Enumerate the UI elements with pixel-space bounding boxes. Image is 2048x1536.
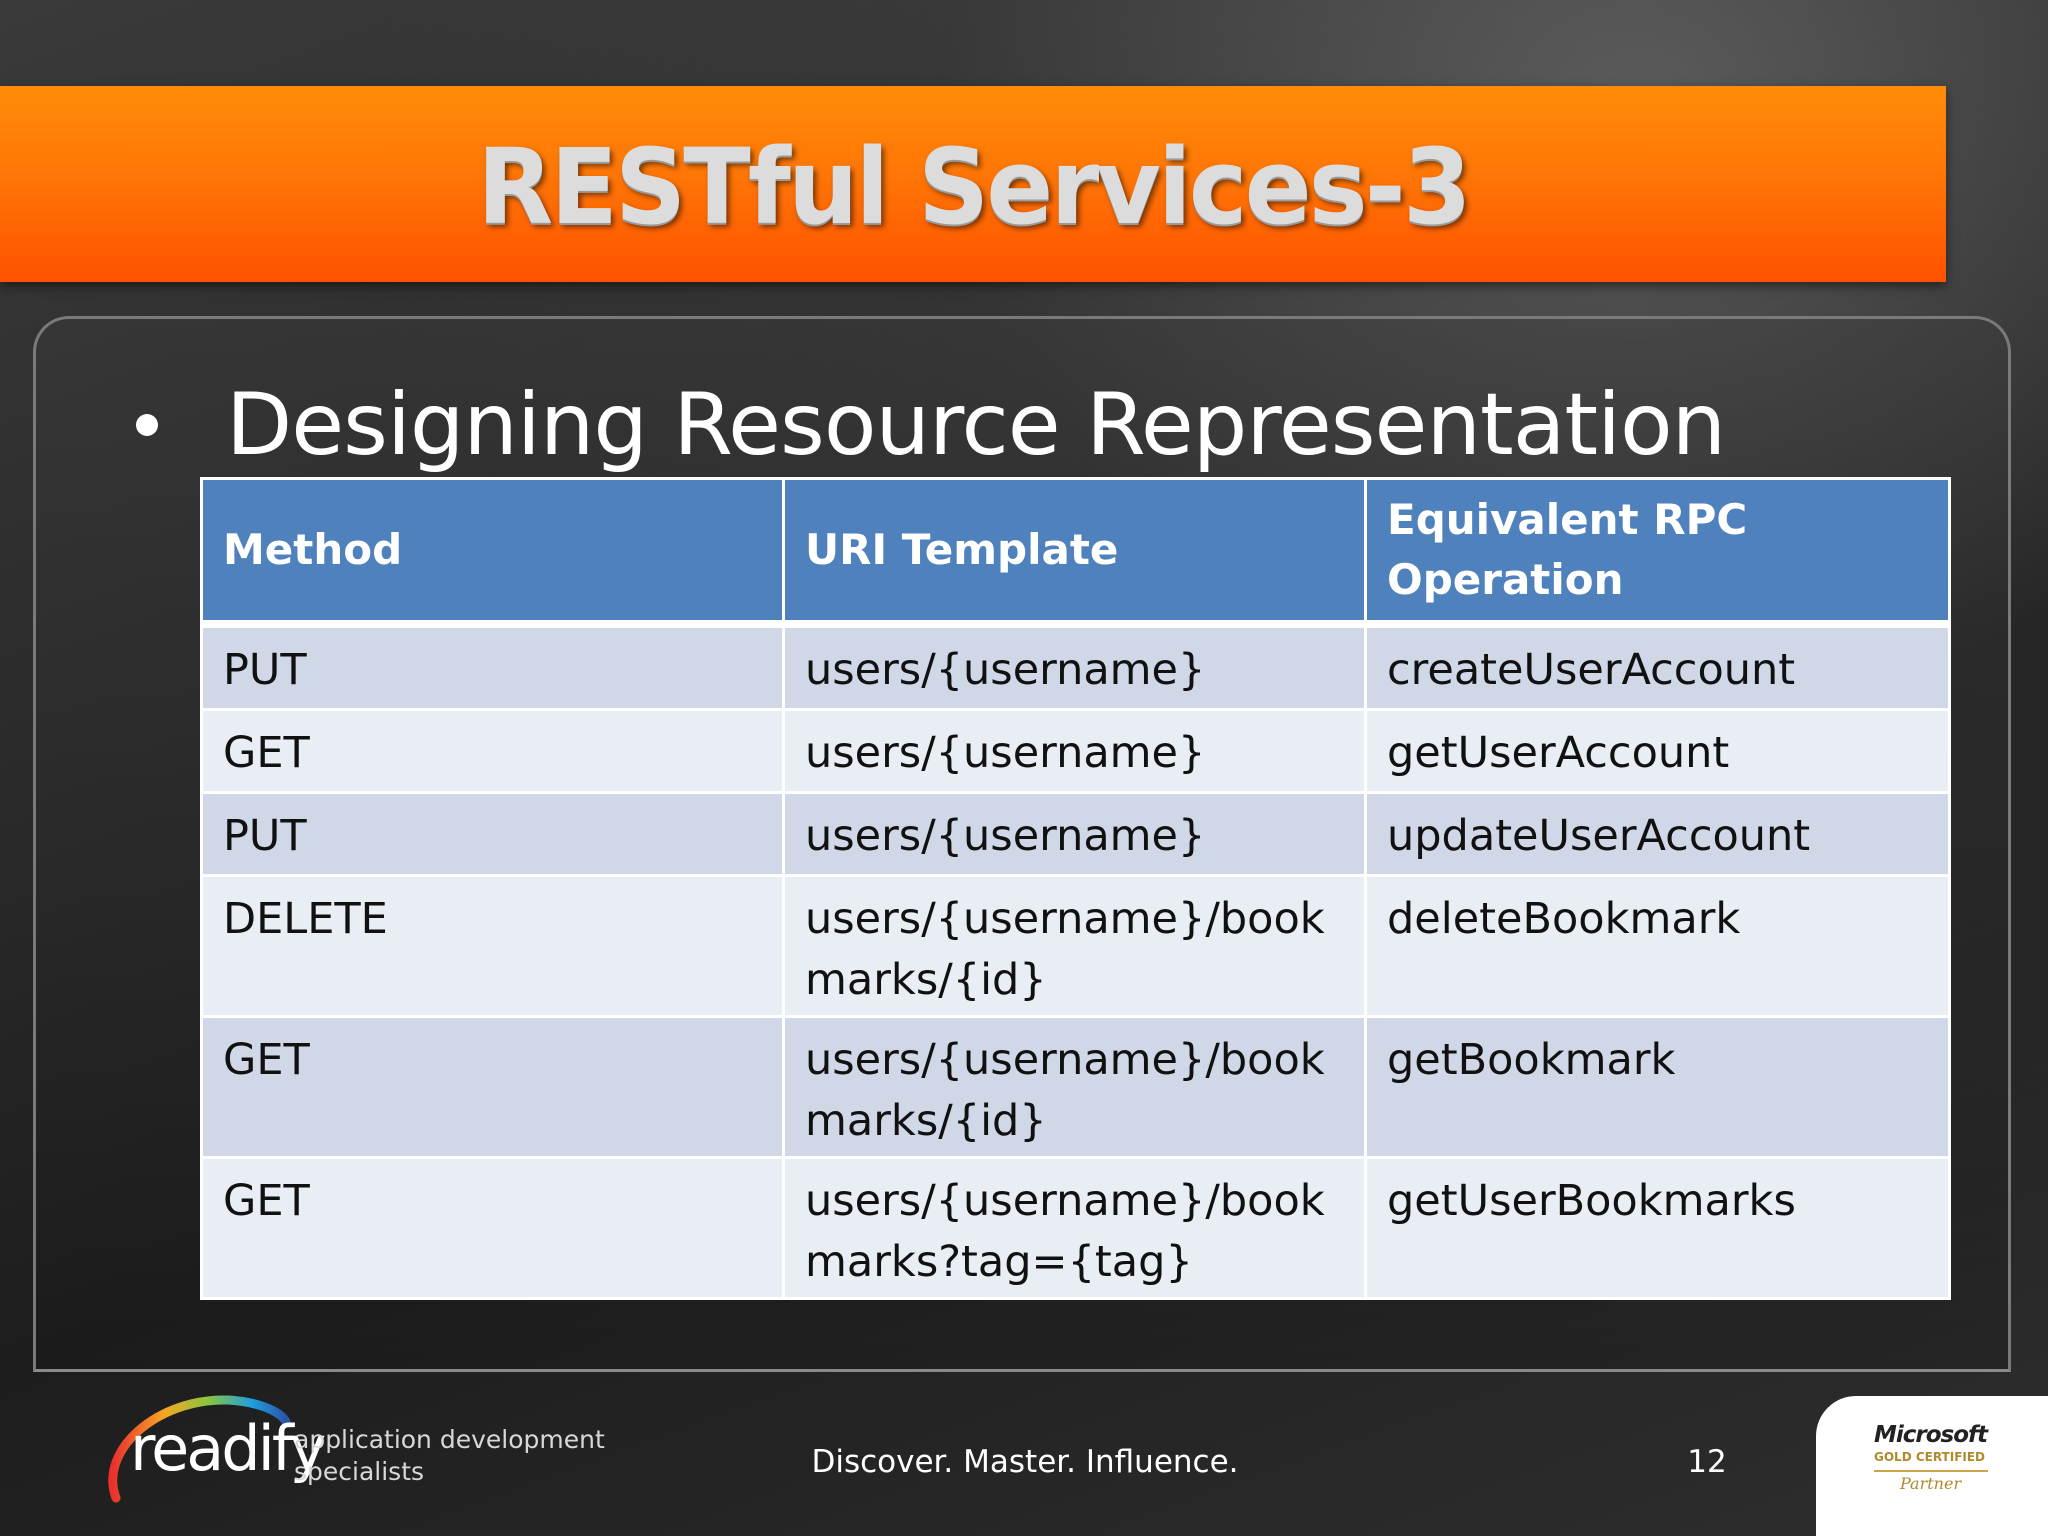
logo-tagline: application development specialists [294, 1424, 614, 1488]
cell-method: PUT [200, 791, 785, 877]
cell-operation: getUserBookmarks [1364, 1156, 1951, 1300]
slide-title: RESTful Services-3 [477, 126, 1472, 248]
badge-type: Partner [1900, 1474, 1962, 1493]
table-row: DELETE users/{username}/bookmarks/{id} d… [200, 874, 1951, 1018]
cell-uri: users/{username} [782, 622, 1367, 711]
cell-uri: users/{username} [782, 708, 1367, 794]
table-row: PUT users/{username} updateUserAccount [200, 791, 1951, 877]
table-row: GET users/{username}/bookmarks?tag={tag}… [200, 1156, 1951, 1300]
bullet-point: Designing Resource Representation [136, 370, 1726, 480]
bullet-text: Designing Resource Representation [226, 375, 1726, 475]
table-row: GET users/{username} getUserAccount [200, 708, 1951, 794]
table-row: GET users/{username}/bookmarks/{id} getB… [200, 1015, 1951, 1159]
bullet-icon [136, 414, 158, 436]
logo-wordmark: readify [130, 1412, 326, 1485]
table-row: PUT users/{username} createUserAccount [200, 622, 1951, 711]
badge-divider [1874, 1470, 1988, 1472]
header-uri-template: URI Template [782, 477, 1367, 628]
cell-operation: deleteBookmark [1364, 874, 1951, 1018]
logo-tagline-line2: specialists [294, 1457, 425, 1486]
microsoft-partner-badge: Microsoft GOLD CERTIFIED Partner [1816, 1396, 2048, 1536]
cell-method: PUT [200, 622, 785, 711]
cell-operation: createUserAccount [1364, 622, 1951, 711]
cell-uri: users/{username}/bookmarks/{id} [782, 1015, 1367, 1159]
table-header-row: Method URI Template Equivalent RPC Opera… [200, 477, 1951, 628]
badge-brand: Microsoft [1874, 1422, 1988, 1448]
cell-uri: users/{username} [782, 791, 1367, 877]
cell-method: DELETE [200, 874, 785, 1018]
cell-method: GET [200, 1156, 785, 1300]
cell-method: GET [200, 708, 785, 794]
rainbow-arc-icon [108, 1395, 291, 1503]
footer-tagline: Discover. Master. Influence. [811, 1444, 1239, 1480]
title-banner: RESTful Services-3 [0, 86, 1946, 282]
cell-operation: getUserAccount [1364, 708, 1951, 794]
rest-mapping-table: Method URI Template Equivalent RPC Opera… [200, 477, 1951, 1300]
logo-tagline-line1: application development [294, 1425, 605, 1454]
header-method: Method [200, 477, 785, 628]
cell-operation: getBookmark [1364, 1015, 1951, 1159]
cell-uri: users/{username}/bookmarks?tag={tag} [782, 1156, 1367, 1300]
slide-number: 12 [1687, 1444, 1727, 1480]
readify-logo: readify application development speciali… [98, 1390, 605, 1510]
cell-uri: users/{username}/bookmarks/{id} [782, 874, 1367, 1018]
header-rpc-operation: Equivalent RPC Operation [1364, 477, 1951, 628]
cell-method: GET [200, 1015, 785, 1159]
cell-operation: updateUserAccount [1364, 791, 1951, 877]
badge-level: GOLD CERTIFIED [1874, 1450, 1986, 1464]
